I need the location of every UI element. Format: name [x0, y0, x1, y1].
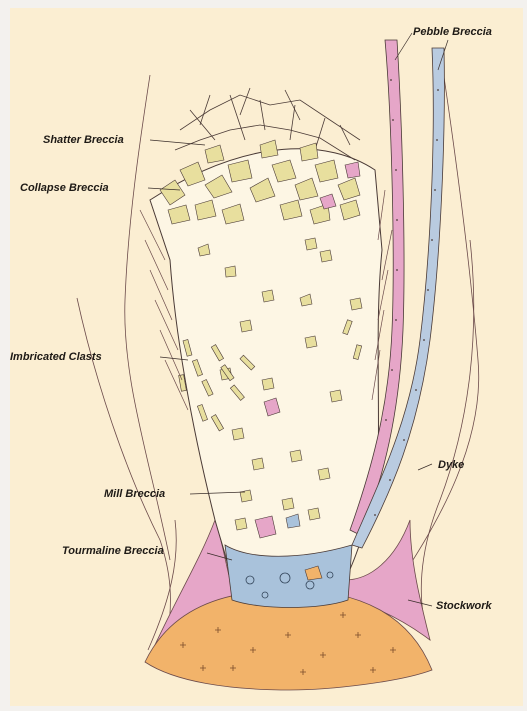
label-dyke: Dyke [438, 459, 464, 471]
label-stockwork: Stockwork [436, 600, 493, 612]
label-shatter-breccia: Shatter Breccia [43, 134, 124, 146]
label-pebble-breccia: Pebble Breccia [413, 26, 492, 38]
label-collapse-breccia: Collapse Breccia [20, 182, 109, 194]
label-imbricated-clasts: Imbricated Clasts [10, 351, 102, 363]
label-mill-breccia: Mill Breccia [104, 488, 165, 500]
label-tourmaline-breccia: Tourmaline Breccia [62, 545, 164, 557]
